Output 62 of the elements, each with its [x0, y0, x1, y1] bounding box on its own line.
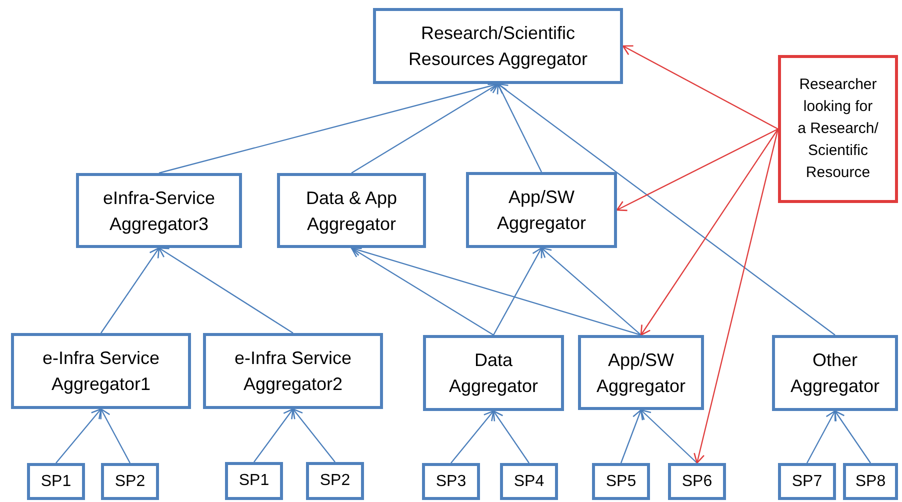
provider-box	[27, 463, 85, 500]
box-label: SP7	[792, 472, 822, 492]
box-label: SP4	[514, 472, 544, 492]
process-box	[373, 8, 623, 84]
box-label: SP2	[320, 471, 350, 491]
arrow	[834, 410, 871, 464]
arrow	[254, 408, 294, 462]
provider-box	[778, 463, 836, 500]
process-box	[11, 333, 191, 409]
arrow	[158, 247, 294, 334]
box-label: eInfra-Service Aggregator3	[102, 186, 216, 236]
provider-box	[422, 463, 480, 500]
box-label: Data & App Aggregator	[304, 186, 398, 236]
arrow	[497, 83, 836, 336]
arrow	[492, 247, 542, 336]
process-box	[203, 333, 383, 409]
box-label: e-Infra Service Aggregator2	[233, 347, 353, 396]
arrow	[496, 83, 542, 172]
provider-box	[668, 463, 726, 500]
arrow	[622, 45, 778, 130]
provider-box	[101, 463, 159, 500]
arrow	[100, 408, 131, 464]
box-label: SP2	[114, 472, 146, 492]
arrow	[350, 247, 494, 336]
arrow	[56, 408, 102, 464]
arrow	[492, 410, 530, 464]
arrow	[100, 247, 160, 334]
box-label: e-Infra Service Aggregator1	[41, 347, 161, 396]
arrow	[806, 410, 836, 464]
process-box	[423, 335, 564, 411]
box-label: SP1	[40, 472, 72, 492]
provider-box	[500, 463, 558, 500]
box-label: App/SW Aggregator	[496, 186, 588, 235]
box-label: SP3	[436, 472, 466, 492]
arrow	[694, 128, 779, 464]
arrow	[351, 83, 499, 174]
box-label: SP1	[238, 471, 270, 491]
box-label: Researcher looking for a Research/ Scientific Resource	[796, 75, 880, 183]
process-box	[772, 335, 898, 411]
provider-box	[306, 462, 364, 500]
arrow	[292, 408, 336, 462]
process-box	[578, 335, 704, 410]
arrow	[620, 409, 644, 464]
arrow	[640, 409, 698, 464]
actor-box	[778, 55, 898, 203]
box-label: SP8	[855, 472, 886, 492]
arrow	[540, 247, 642, 336]
arrow	[616, 128, 778, 212]
process-box	[466, 172, 617, 248]
provider-box	[592, 463, 650, 500]
arrow	[640, 128, 778, 336]
process-box	[76, 173, 242, 248]
box-label: SP6	[682, 472, 712, 492]
box-label: Research/Scientific Resources Aggregator	[407, 22, 589, 71]
box-label: SP5	[606, 472, 636, 492]
box-label: Data Aggregator	[448, 349, 540, 398]
process-box	[277, 173, 426, 248]
provider-box	[843, 463, 898, 500]
provider-box	[225, 462, 283, 500]
box-label: App/SW Aggregator	[595, 348, 687, 398]
arrow	[450, 410, 494, 464]
box-label: Other Aggregator	[789, 349, 881, 398]
